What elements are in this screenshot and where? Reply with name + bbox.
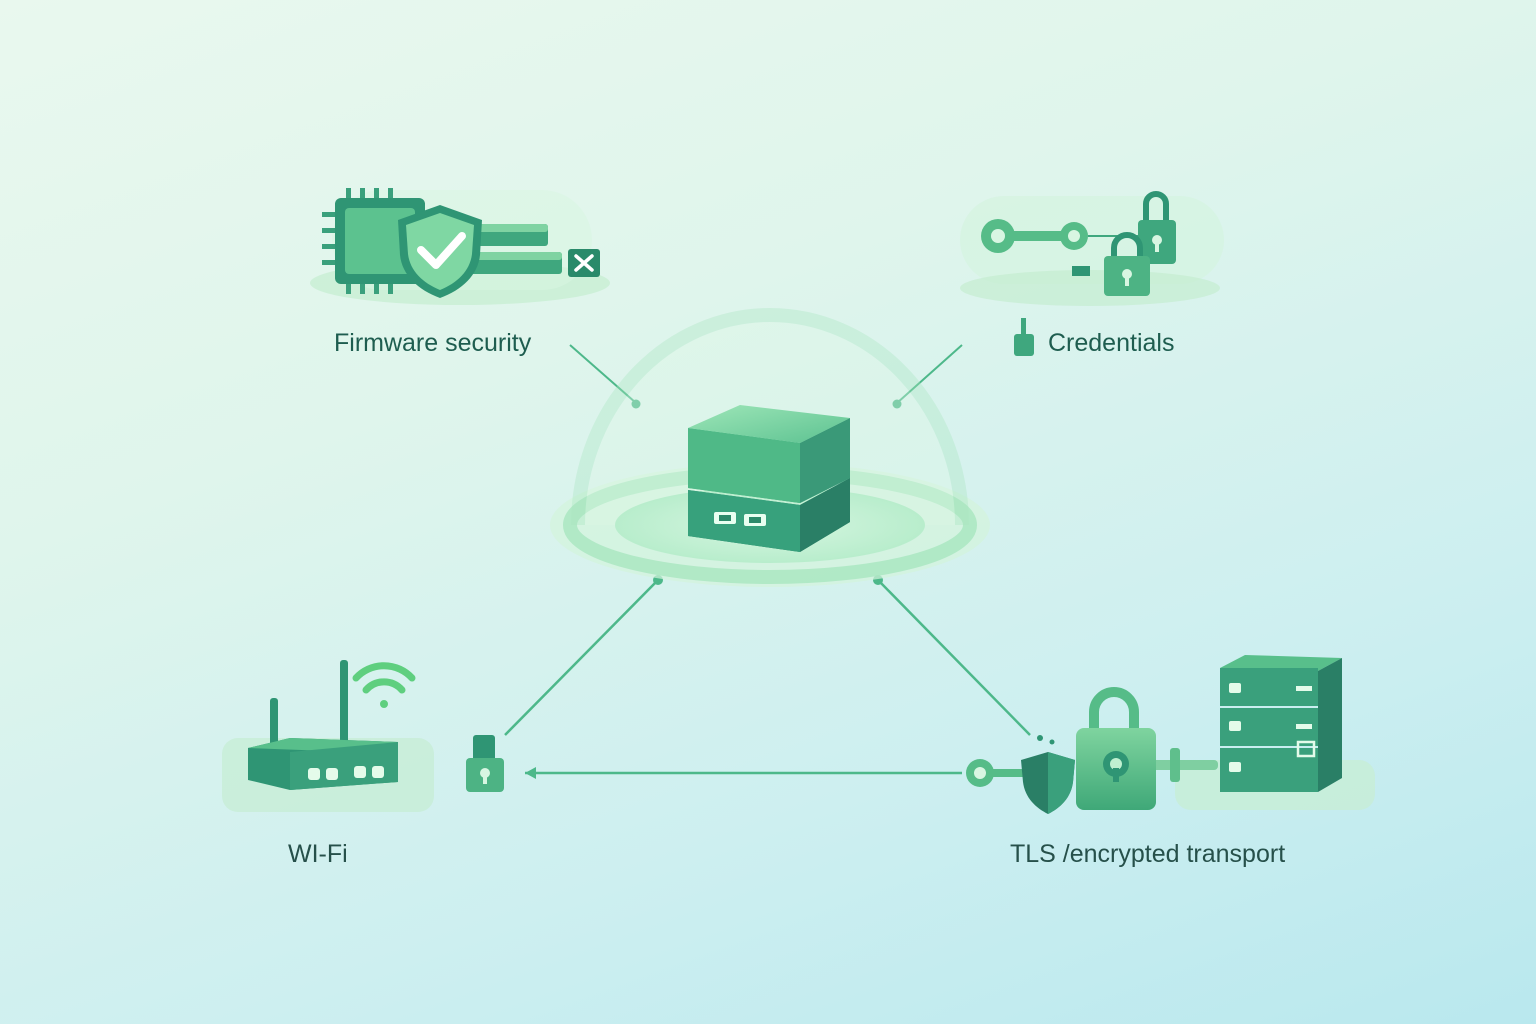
wifi-padlock-icon xyxy=(466,735,504,792)
iot-device-icon xyxy=(688,405,850,552)
label-marker-icon xyxy=(1014,318,1034,356)
key-icon xyxy=(981,219,1140,253)
progress-bars xyxy=(470,224,562,274)
router-icon xyxy=(248,660,398,790)
line-center-tls xyxy=(877,579,1031,736)
label-credentials: Credentials xyxy=(1048,329,1175,357)
pointer-credentials xyxy=(896,344,963,404)
padlock-icon xyxy=(1072,191,1176,296)
wifi-signal-icon xyxy=(352,662,416,708)
tls-key-icon xyxy=(966,748,1218,787)
label-tls-encrypted-transport: TLS /encrypted transport xyxy=(1010,840,1286,868)
line-center-wifi xyxy=(504,579,659,736)
tls-padlock-icon xyxy=(1076,687,1156,810)
shield-check-icon xyxy=(398,205,482,298)
close-icon xyxy=(568,249,600,277)
label-wifi: WI-Fi xyxy=(288,840,348,868)
pointer-firmware xyxy=(569,344,637,404)
connection-lines xyxy=(504,344,1031,775)
label-firmware-security: Firmware security xyxy=(334,329,532,357)
tls-shield-icon xyxy=(1021,735,1075,814)
server-icon xyxy=(1220,655,1342,792)
